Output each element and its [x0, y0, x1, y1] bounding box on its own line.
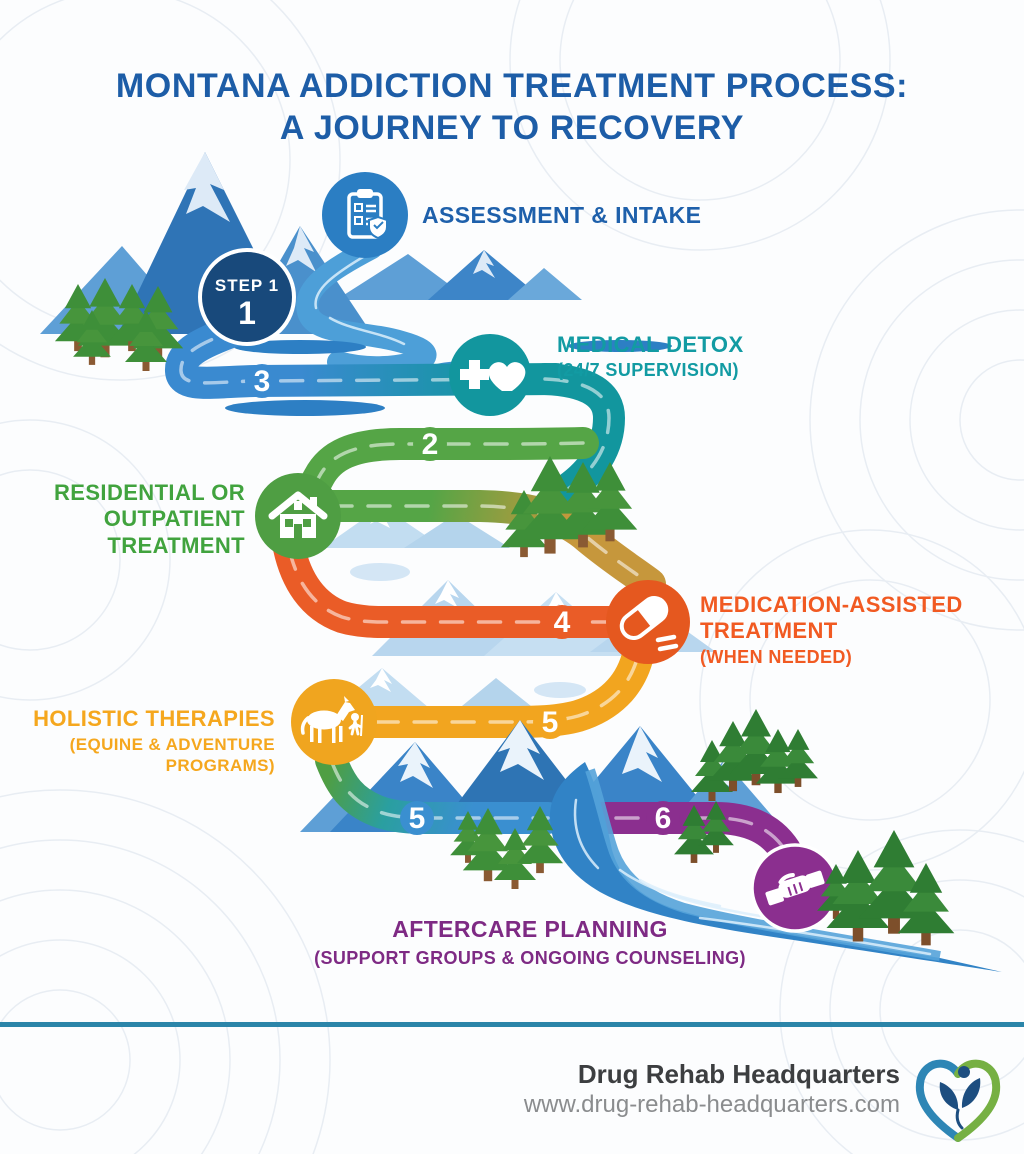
step-circle-medication	[606, 580, 690, 664]
road-segment-5-gold	[358, 643, 653, 739]
step-label-detox: MEDICAL DETOX (24/7 SUPERVISION)	[557, 332, 744, 382]
footer-brand: Drug Rehab Headquarters	[577, 1059, 900, 1089]
step-circle-holistic	[291, 679, 377, 765]
svg-text:6: 6	[655, 802, 672, 835]
road-marker-2: 2	[413, 427, 447, 461]
svg-text:3: 3	[254, 365, 271, 398]
step-label-holistic: HOLISTIC THERAPIES (EQUINE & ADVENTURE P…	[30, 706, 275, 776]
road-segment-2-green	[288, 427, 599, 520]
svg-text:STEP 1: STEP 1	[215, 276, 279, 295]
mountain-range-top-right	[336, 250, 582, 300]
svg-text:1: 1	[238, 295, 256, 331]
pill-icon	[619, 595, 679, 652]
svg-text:4: 4	[554, 606, 571, 639]
step-circle-detox	[449, 334, 531, 416]
page-title: MONTANA ADDICTION TREATMENT PROCESS: A J…	[0, 65, 1024, 149]
road-marker-3: 3	[245, 364, 279, 398]
clipboard-checklist-icon	[347, 189, 388, 240]
house-icon	[268, 491, 328, 538]
step-label-text: HOLISTIC THERAPIES	[33, 706, 275, 731]
step-label-text: MEDICATION-ASSISTED TREATMENT	[700, 592, 963, 644]
step-label-assessment: ASSESSMENT & INTAKE	[422, 202, 701, 230]
step-circle-aftercare	[750, 843, 840, 933]
step-label-text: RESIDENTIAL OR OUTPATIENT TREATMENT	[54, 480, 245, 558]
footer-website: www.drug-rehab-headquarters.com	[523, 1091, 900, 1118]
river-bottom	[550, 762, 1002, 972]
step-label-medication: MEDICATION-ASSISTED TREATMENT (WHEN NEED…	[700, 592, 985, 668]
step-sublabel-text: (EQUINE & ADVENTURE PROGRAMS)	[69, 735, 275, 775]
title-line-1: MONTANA ADDICTION TREATMENT PROCESS:	[115, 66, 909, 105]
medical-cross-heart-icon	[460, 360, 526, 391]
step-sublabel-text: (SUPPORT GROUPS & ONGOING COUNSELING)	[314, 947, 746, 968]
svg-text:2: 2	[422, 428, 439, 461]
road-segment-1	[165, 310, 572, 399]
road-marker-6: 6	[646, 801, 680, 835]
step-circle-assessment	[322, 172, 408, 258]
brand-logo-heart-icon	[915, 1059, 1001, 1142]
road-segment-5-blue	[315, 744, 564, 835]
footer-divider	[0, 1022, 1024, 1027]
step-label-residential: RESIDENTIAL OR OUTPATIENT TREATMENT	[50, 480, 245, 559]
step-circle-residential	[255, 473, 341, 559]
road-segment-4-orange	[273, 532, 632, 639]
step-1-badge: STEP 1 1	[198, 248, 296, 346]
footer: Drug Rehab Headquarters www.drug-rehab-h…	[524, 1058, 900, 1120]
road-marker-5b: 5	[400, 801, 434, 835]
title-line-2: A JOURNEY TO RECOVERY	[279, 108, 745, 147]
step-label-text: MEDICAL DETOX	[557, 332, 744, 357]
handshake-icon	[765, 870, 825, 906]
step-label-text: ASSESSMENT & INTAKE	[422, 202, 702, 228]
step-label-text: AFTERCARE PLANNING	[392, 916, 668, 942]
svg-text:5: 5	[409, 802, 426, 835]
road-marker-4: 4	[545, 605, 579, 639]
tree-cluster-right-upper	[691, 709, 818, 801]
road-marker-5a: 5	[533, 705, 567, 739]
step-label-aftercare: AFTERCARE PLANNING (SUPPORT GROUPS & ONG…	[280, 916, 780, 969]
horse-icon	[300, 696, 363, 743]
step-sublabel-text: (WHEN NEEDED)	[700, 646, 853, 667]
tree-cluster-bottom-right	[817, 830, 955, 946]
svg-text:5: 5	[542, 706, 559, 739]
step-sublabel-text: (24/7 SUPERVISION)	[557, 360, 739, 381]
